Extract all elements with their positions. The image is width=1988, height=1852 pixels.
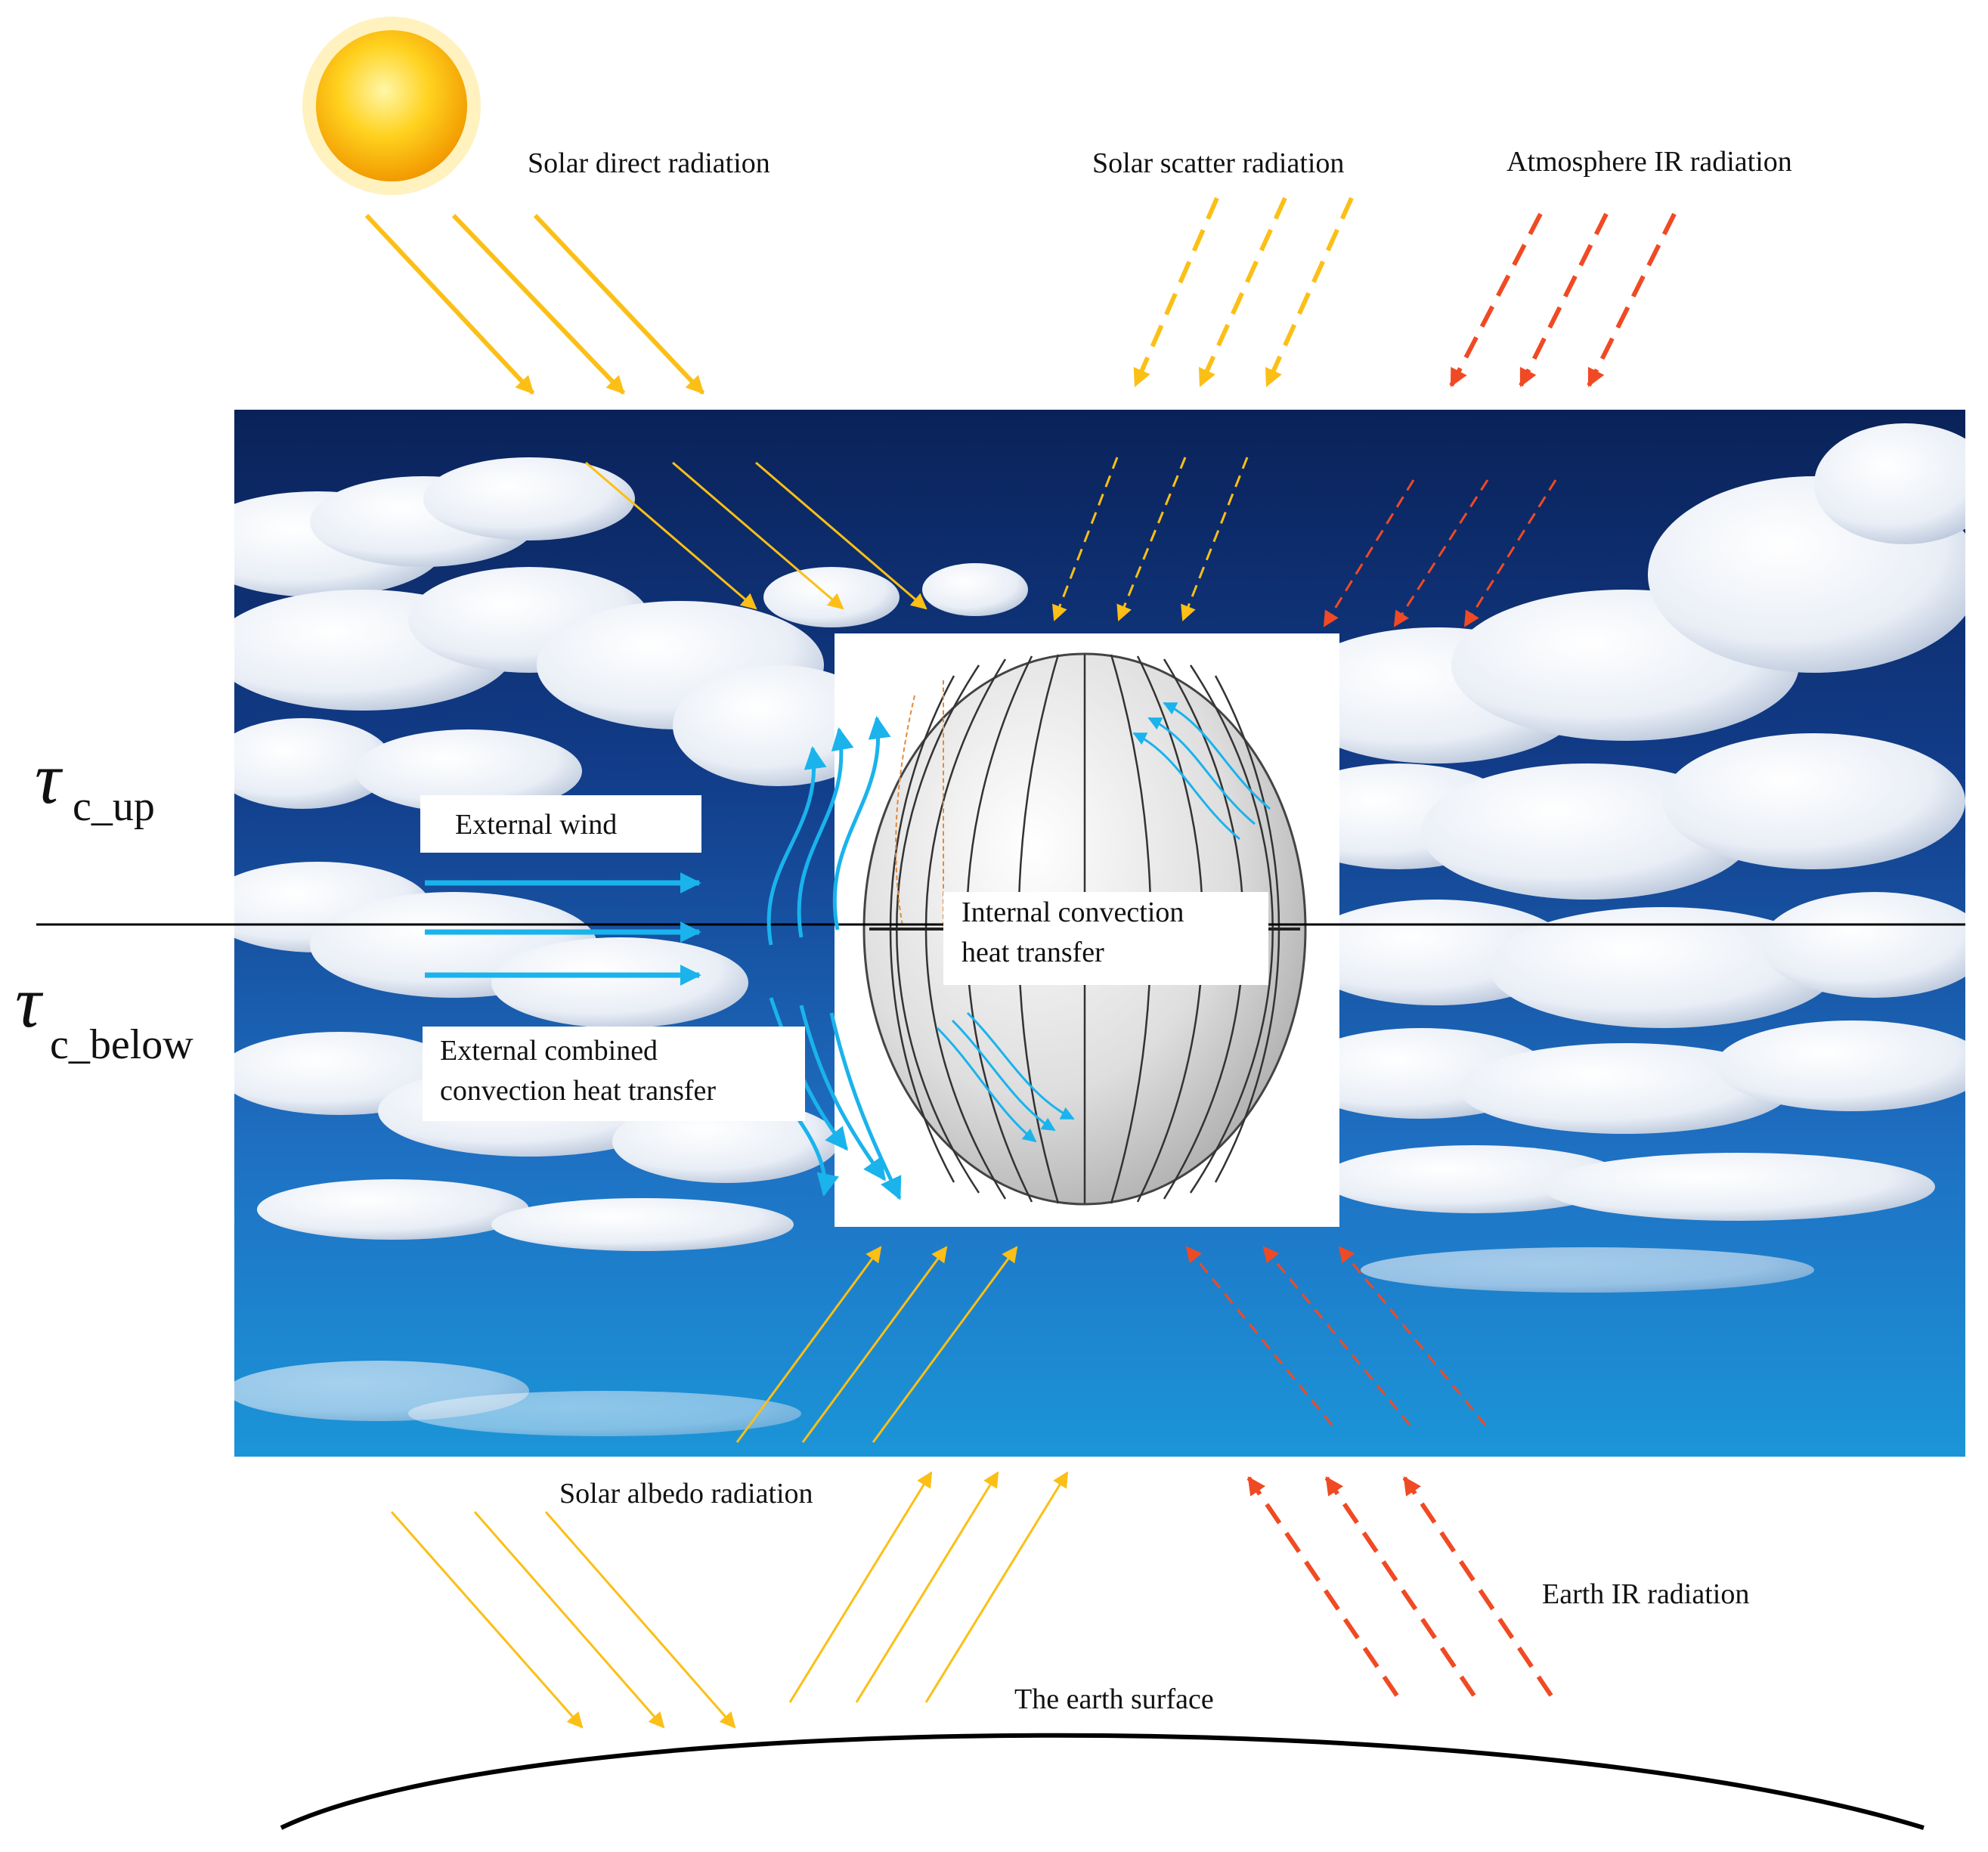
internal-convection-label-2: heat transfer — [961, 937, 1104, 968]
sun-icon — [302, 17, 481, 195]
internal-convection-box — [943, 892, 1268, 985]
solar-scatter-label: Solar scatter radiation — [1092, 147, 1344, 179]
earth-surface-label: The earth surface — [1014, 1683, 1214, 1715]
solar-direct-arrows — [364, 213, 705, 395]
solar-albedo-label: Solar albedo radiation — [559, 1478, 813, 1510]
tau-up-subscript: c_up — [73, 783, 155, 830]
internal-convection-label-1: Internal convection — [961, 897, 1184, 928]
earth-ir-label: Earth IR radiation — [1542, 1578, 1749, 1610]
earth-ir-arrows — [1246, 1476, 1553, 1697]
solar-scatter-arrows — [1133, 197, 1354, 388]
sky-background — [234, 410, 1965, 1457]
tau-below-symbol: τ — [15, 962, 44, 1042]
solar-albedo-arrows-inner — [735, 1246, 1018, 1443]
tau-below-subscript: c_below — [50, 1021, 194, 1068]
external-combined-label-2: convection heat transfer — [440, 1075, 716, 1107]
solar-direct-arrows-inner — [585, 461, 927, 610]
atmosphere-ir-arrows — [1449, 212, 1677, 388]
atmosphere-ir-label: Atmosphere IR radiation — [1506, 146, 1792, 178]
clouds — [234, 423, 1965, 1436]
external-wind-arrows — [425, 872, 701, 986]
solar-direct-label: Solar direct radiation — [528, 147, 770, 179]
solar-albedo-incident-arrows — [390, 1511, 736, 1729]
earth-surface-arc — [280, 1733, 1925, 1830]
external-wind-label: External wind — [455, 809, 617, 841]
solar-albedo-reflected-arrows — [788, 1471, 1069, 1703]
tau-up-symbol: τ — [35, 738, 63, 819]
external-combined-label-1: External combined — [440, 1035, 658, 1067]
external-wind-box — [420, 795, 701, 853]
atmosphere-ir-arrows-inner — [1323, 479, 1557, 627]
solar-scatter-arrows-inner — [1052, 457, 1249, 621]
external-combined-box — [423, 1027, 805, 1121]
internal-convection-arrows — [936, 701, 1271, 1143]
